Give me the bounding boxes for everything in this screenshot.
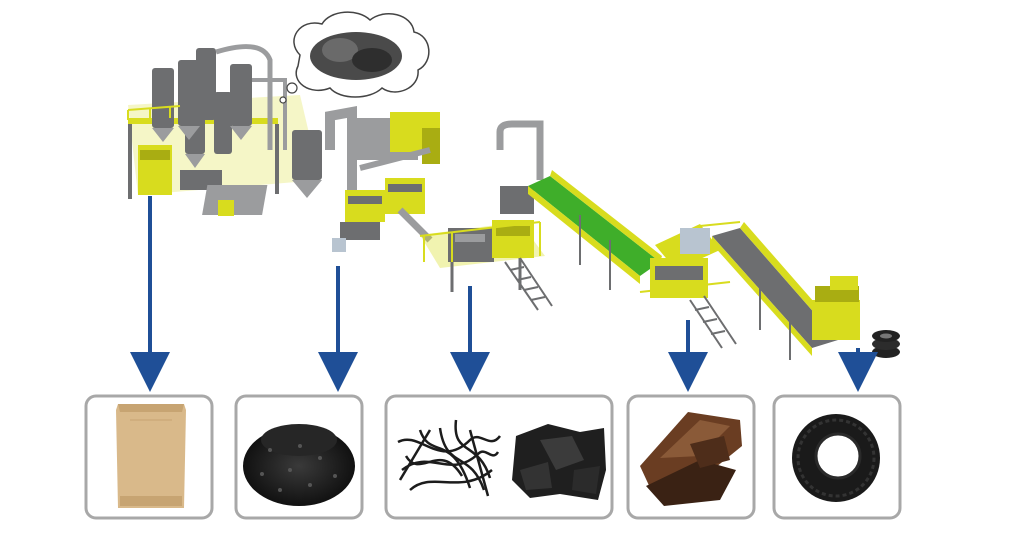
tire-shredder	[639, 221, 741, 349]
tire-shred-icon	[640, 412, 742, 506]
output-products	[84, 394, 902, 520]
tire-stack-icon	[872, 330, 900, 358]
processing-machine-line	[127, 11, 900, 360]
powder-bag-icon	[116, 404, 186, 508]
output-box-tire	[772, 394, 902, 520]
whole-tire-icon	[792, 414, 880, 502]
output-box-powder	[84, 394, 214, 520]
steel-wire-icon	[397, 419, 502, 497]
tire-feed-conveyor	[712, 222, 900, 360]
output-arrows	[130, 196, 878, 392]
fine-powder-mill	[127, 44, 320, 216]
green-conveyor	[528, 170, 662, 290]
output-box-shreds	[626, 394, 756, 520]
output-box-wire-chips	[384, 394, 614, 520]
rubber-granules-icon	[243, 424, 355, 506]
output-box-granules	[234, 394, 364, 520]
rubber-chips-icon	[512, 424, 606, 500]
fiber-cloud-icon	[279, 11, 430, 104]
rubber-granulator	[292, 106, 440, 252]
